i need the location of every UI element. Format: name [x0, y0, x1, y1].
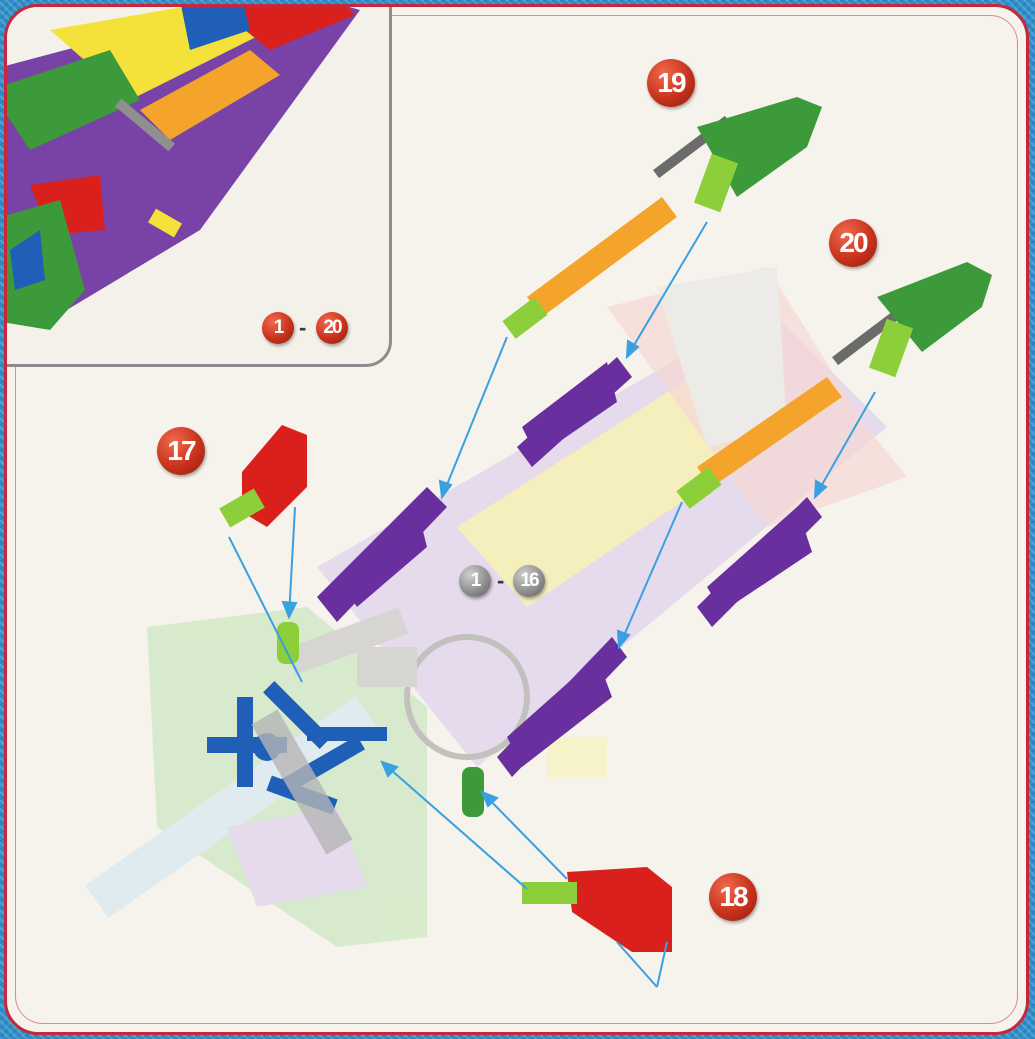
base-range-from-badge: 1: [459, 565, 491, 597]
base-range-to-badge: 16: [513, 565, 545, 597]
step-20-badge: 20: [829, 219, 877, 267]
step-18-badge: 18: [709, 873, 757, 921]
inset-range-from-badge: 1: [262, 312, 294, 344]
instruction-panel: 19 20 17 18 1 - 16 1 - 20: [4, 4, 1029, 1035]
step-17-badge: 17: [157, 427, 205, 475]
base-range-dash: -: [497, 568, 504, 594]
base-model-ghost: [85, 267, 907, 947]
inset-range-to-badge: 20: [316, 312, 348, 344]
inset-range-dash: -: [299, 315, 306, 341]
step-19-badge: 19: [647, 59, 695, 107]
inset-completed-model: 1 - 20: [4, 4, 392, 367]
